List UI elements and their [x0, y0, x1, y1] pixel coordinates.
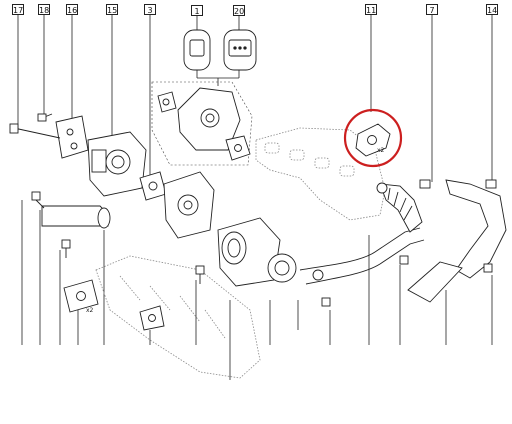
highlight-circle-part-11: [343, 108, 403, 168]
bolt-part-14: [485, 179, 497, 189]
callout-16: 16: [66, 4, 78, 15]
egr-pipe-main: [299, 227, 421, 271]
bolt-center: [195, 265, 205, 275]
callout-18: 18: [38, 4, 50, 15]
bolt-head-part-17: [9, 123, 19, 134]
pipe-right: [445, 179, 507, 279]
callout-3: 3: [144, 4, 156, 15]
bolt-right-lower: [483, 263, 493, 273]
bolt-part-7: [419, 179, 431, 189]
bolt-pipe: [321, 297, 331, 307]
flex-pipe: [379, 183, 423, 233]
screw-part-18: [37, 113, 47, 122]
intake-manifold: [95, 255, 261, 379]
bracket-part-16: [55, 115, 89, 159]
bolt-flex-lower: [399, 255, 409, 265]
callout-17: 17: [12, 4, 24, 15]
sensor-connector-1-body: [189, 39, 205, 57]
bolt-part-17: [13, 127, 61, 139]
qty-label-part-11: x2: [377, 147, 385, 154]
callout-11: 11: [365, 4, 377, 15]
callout-14: 14: [486, 4, 498, 15]
bracket-right: [407, 261, 463, 303]
callout-15: 15: [106, 4, 118, 15]
exhaust-manifold: [255, 127, 386, 221]
callout-7: 7: [426, 4, 438, 15]
bolt-left-middle: [61, 239, 71, 249]
bolt-left-upper: [31, 191, 41, 201]
qty-label-lower-left: x2: [86, 307, 94, 314]
callout-1: 1: [191, 5, 203, 16]
group-outline-valve: [151, 81, 253, 166]
callout-20: 20: [233, 5, 245, 16]
